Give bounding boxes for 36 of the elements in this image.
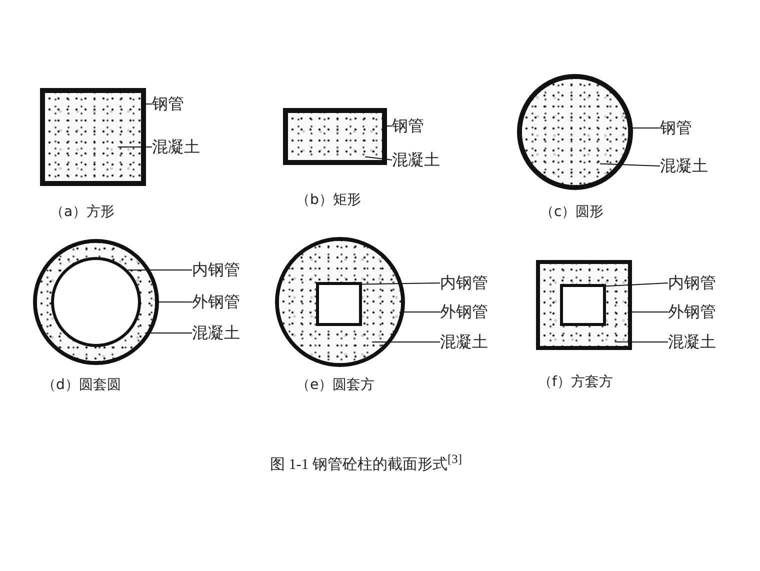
figure-sublabel: （b）矩形 [296,191,361,209]
part-label: 混凝土 [440,332,488,352]
part-label: 内钢管 [192,260,240,280]
steel-tube-outline [560,284,606,326]
part-label: 混凝土 [192,323,240,343]
leader-line [632,312,668,313]
part-label: 内钢管 [668,273,716,293]
part-label: 内钢管 [440,273,488,293]
figure-sublabel: （a）方形 [50,203,115,221]
part-label: 钢管 [660,118,692,138]
steel-tube-outline [51,257,141,347]
leader-line [144,332,192,334]
leader-line [127,269,192,270]
part-label: 混凝土 [152,137,200,157]
part-label: 钢管 [392,116,424,136]
part-label: 混凝土 [392,150,440,170]
figure-sublabel: （c）圆形 [540,203,604,221]
figure-sublabel: （e）圆套方 [296,376,375,394]
figure-sublabel: （f）方套方 [538,373,613,391]
figure-sublabel: （d）圆套圆 [42,376,121,394]
leader-line [631,128,660,129]
leader-line [362,282,440,285]
part-label: 混凝土 [660,156,708,176]
leader-line [371,342,440,343]
leader-line [606,282,668,287]
leader-line [117,146,152,148]
part-label: 外钢管 [668,302,716,322]
steel-tube-outline [316,282,362,326]
part-label: 混凝土 [668,332,716,352]
part-label: 外钢管 [192,292,240,312]
part-label: 钢管 [152,94,184,114]
figure-caption: 图 1-1 钢管砼柱的截面形式$^{[3]}$ [270,452,462,474]
leader-line [614,341,668,342]
part-label: 外钢管 [440,302,488,322]
leader-line [600,163,660,166]
leader-line [146,103,152,104]
